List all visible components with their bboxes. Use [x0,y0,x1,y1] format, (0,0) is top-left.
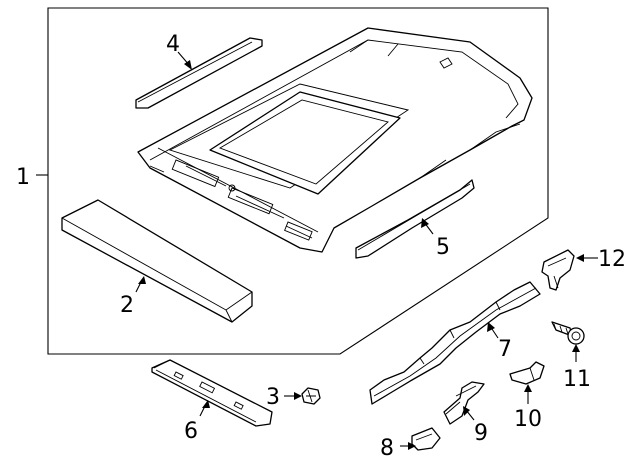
bracket-8 [411,427,441,451]
roof-panel [137,27,533,253]
bracket-9 [443,381,485,425]
front-header-bow [135,37,263,109]
bracket-10 [509,361,545,385]
callout-5: 5 [436,235,450,260]
sunroof-opening [209,91,401,195]
callout-6: 6 [184,419,198,444]
bolt [551,321,585,345]
insulator-pad [61,199,253,323]
callout-9: 9 [474,421,488,446]
callout-10: 10 [514,407,542,432]
callout-4: 4 [166,32,180,57]
rear-reinforcement [151,359,273,427]
assembly-boundary [47,7,549,355]
callout-8: 8 [380,436,394,461]
roof-rail [369,281,541,405]
bracket-12 [541,249,575,291]
callout-2: 2 [120,293,134,318]
callout-11: 11 [563,367,591,392]
callout-12: 12 [598,247,626,272]
callout-7: 7 [498,337,512,362]
callout-3: 3 [266,385,280,410]
retainer-clip [301,387,321,405]
leader-lines [36,51,598,450]
callout-1: 1 [16,165,30,190]
